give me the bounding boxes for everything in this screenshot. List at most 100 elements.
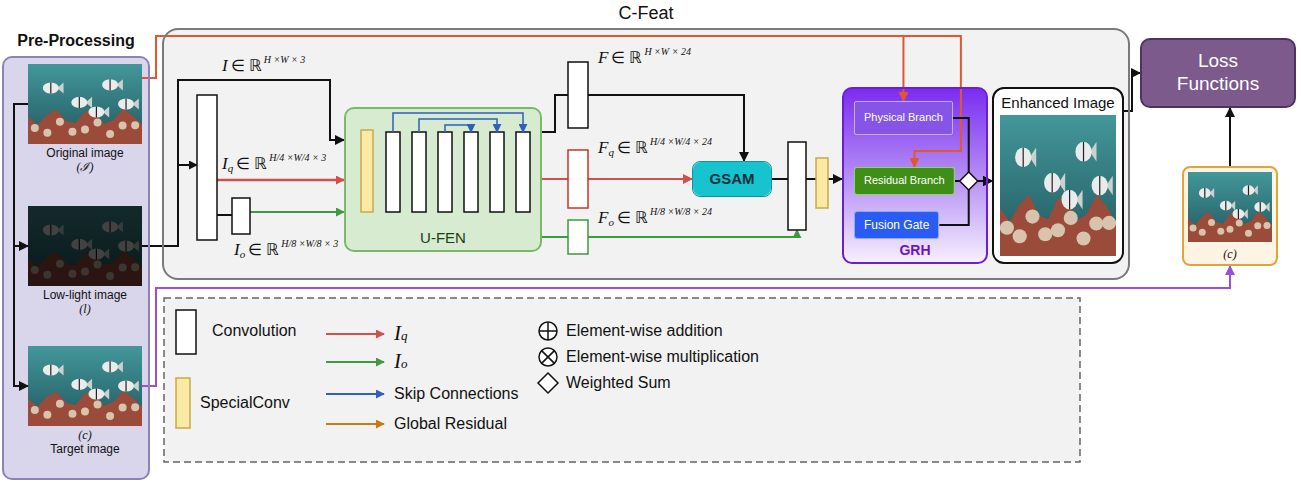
underwater-photo (28, 206, 142, 286)
coral (1188, 211, 1272, 242)
coral-bloom (106, 412, 114, 420)
math-symbol: I (222, 56, 228, 75)
fish-stripe (96, 106, 97, 117)
water (1188, 172, 1272, 242)
coral-bloom (1000, 221, 1014, 235)
node-label: Residual Branch (864, 174, 945, 187)
underwater-photo (28, 64, 142, 144)
panel-heading: C-Feat (618, 3, 673, 25)
node-fill (855, 212, 938, 238)
node-label: Enhanced Image (1001, 94, 1114, 112)
math-symbol: q (608, 146, 614, 158)
convolution-block (568, 62, 588, 128)
coral-bloom (31, 124, 39, 132)
node-fill (345, 108, 541, 251)
fish-stripe (1052, 173, 1053, 193)
math-symbol: H/8 ×W/8 × 24 (650, 206, 712, 217)
convolution-block (788, 142, 806, 230)
gsam-module: GSAM (692, 161, 772, 197)
fish-stripe (79, 97, 80, 108)
math-symbol: ∈ ℝ (248, 241, 279, 258)
coral-bloom (1217, 228, 1224, 235)
skip-connection (419, 119, 497, 132)
connector (142, 266, 1230, 386)
convolution-block (464, 132, 478, 212)
legend-text: Skip Connections (394, 384, 519, 404)
coral-bloom (1051, 223, 1065, 237)
legend-box (164, 298, 1080, 462)
tensor-shape: I∈ ℝH ×W × 3 (222, 54, 305, 77)
fish-stripe (1023, 147, 1024, 167)
fish (1199, 188, 1211, 198)
coral-bloom (131, 121, 139, 129)
node-fill (843, 88, 987, 263)
coral-bloom (43, 129, 51, 137)
node-label: Fusion Gate (864, 218, 929, 232)
fish (1254, 202, 1266, 212)
node-label: GSAM (710, 170, 755, 188)
darkening (28, 206, 142, 286)
image-card: Original image(ℐ) (28, 64, 142, 175)
fish-stripe (50, 82, 51, 93)
legend-entry: Iq (394, 321, 408, 348)
legend-text: Convolution (212, 321, 297, 341)
coral-bloom (1263, 222, 1270, 229)
loss-box: Loss Functions (1140, 38, 1296, 108)
coral-bloom (94, 400, 102, 408)
fish (43, 364, 59, 375)
fish (1015, 147, 1031, 167)
symbol-label: (c) (1223, 247, 1236, 261)
coral-bloom (68, 128, 76, 136)
coral-bloom (1025, 210, 1039, 224)
wire (250, 211, 344, 213)
coral-bloom (31, 406, 39, 414)
output-box: Enhanced Image (992, 87, 1124, 264)
convolution-block (490, 132, 504, 212)
node-fill (693, 162, 771, 196)
math-symbol: F (598, 208, 608, 227)
tensor-shape: Io∈ ℝH/8 ×W/8 × 3 (234, 238, 338, 261)
node-fill (3, 57, 149, 479)
grh-module: GRHPhysical BranchResidual BranchFusion … (842, 87, 988, 264)
math-symbol: I (222, 154, 228, 173)
water (28, 64, 142, 144)
symbol-label: (c) (78, 428, 91, 442)
operator-symbol (539, 322, 557, 340)
node-fill (855, 168, 954, 194)
fish-stripe (109, 361, 110, 372)
math-symbol: o (240, 248, 246, 260)
operator-stroke (542, 351, 555, 364)
legend-entry: Global Residual (394, 414, 507, 434)
legend-entry: Skip Connections (394, 384, 519, 404)
math-symbol: H/4 ×W/4 × 24 (650, 136, 712, 147)
coral-bloom (1038, 227, 1052, 241)
coral-bloom (1245, 230, 1252, 237)
connector (1124, 73, 1140, 111)
connector (542, 178, 692, 180)
convolution-block (197, 95, 217, 240)
node-label: Low-light image (43, 288, 127, 302)
math-symbol: o (608, 216, 614, 228)
water (28, 346, 142, 426)
coral-bloom (56, 400, 64, 408)
fish (1233, 209, 1245, 219)
symbol-label: (l) (79, 302, 90, 316)
fish (102, 361, 118, 372)
math-symbol: q (228, 162, 234, 174)
legend-entry: Convolution (212, 321, 297, 341)
legend-text: Io (394, 349, 408, 376)
coral-bloom (81, 407, 89, 415)
math-symbol: H ×W × 24 (644, 46, 691, 57)
math-symbol: F (598, 138, 608, 157)
connector (142, 36, 961, 167)
coral (1000, 195, 1116, 256)
skip-connection (393, 113, 523, 132)
fish-stripe (1083, 142, 1084, 162)
convolution-block (816, 158, 828, 208)
node-fill (855, 102, 952, 134)
convolution-block (232, 198, 250, 234)
node-label: Physical Branch (864, 111, 943, 124)
